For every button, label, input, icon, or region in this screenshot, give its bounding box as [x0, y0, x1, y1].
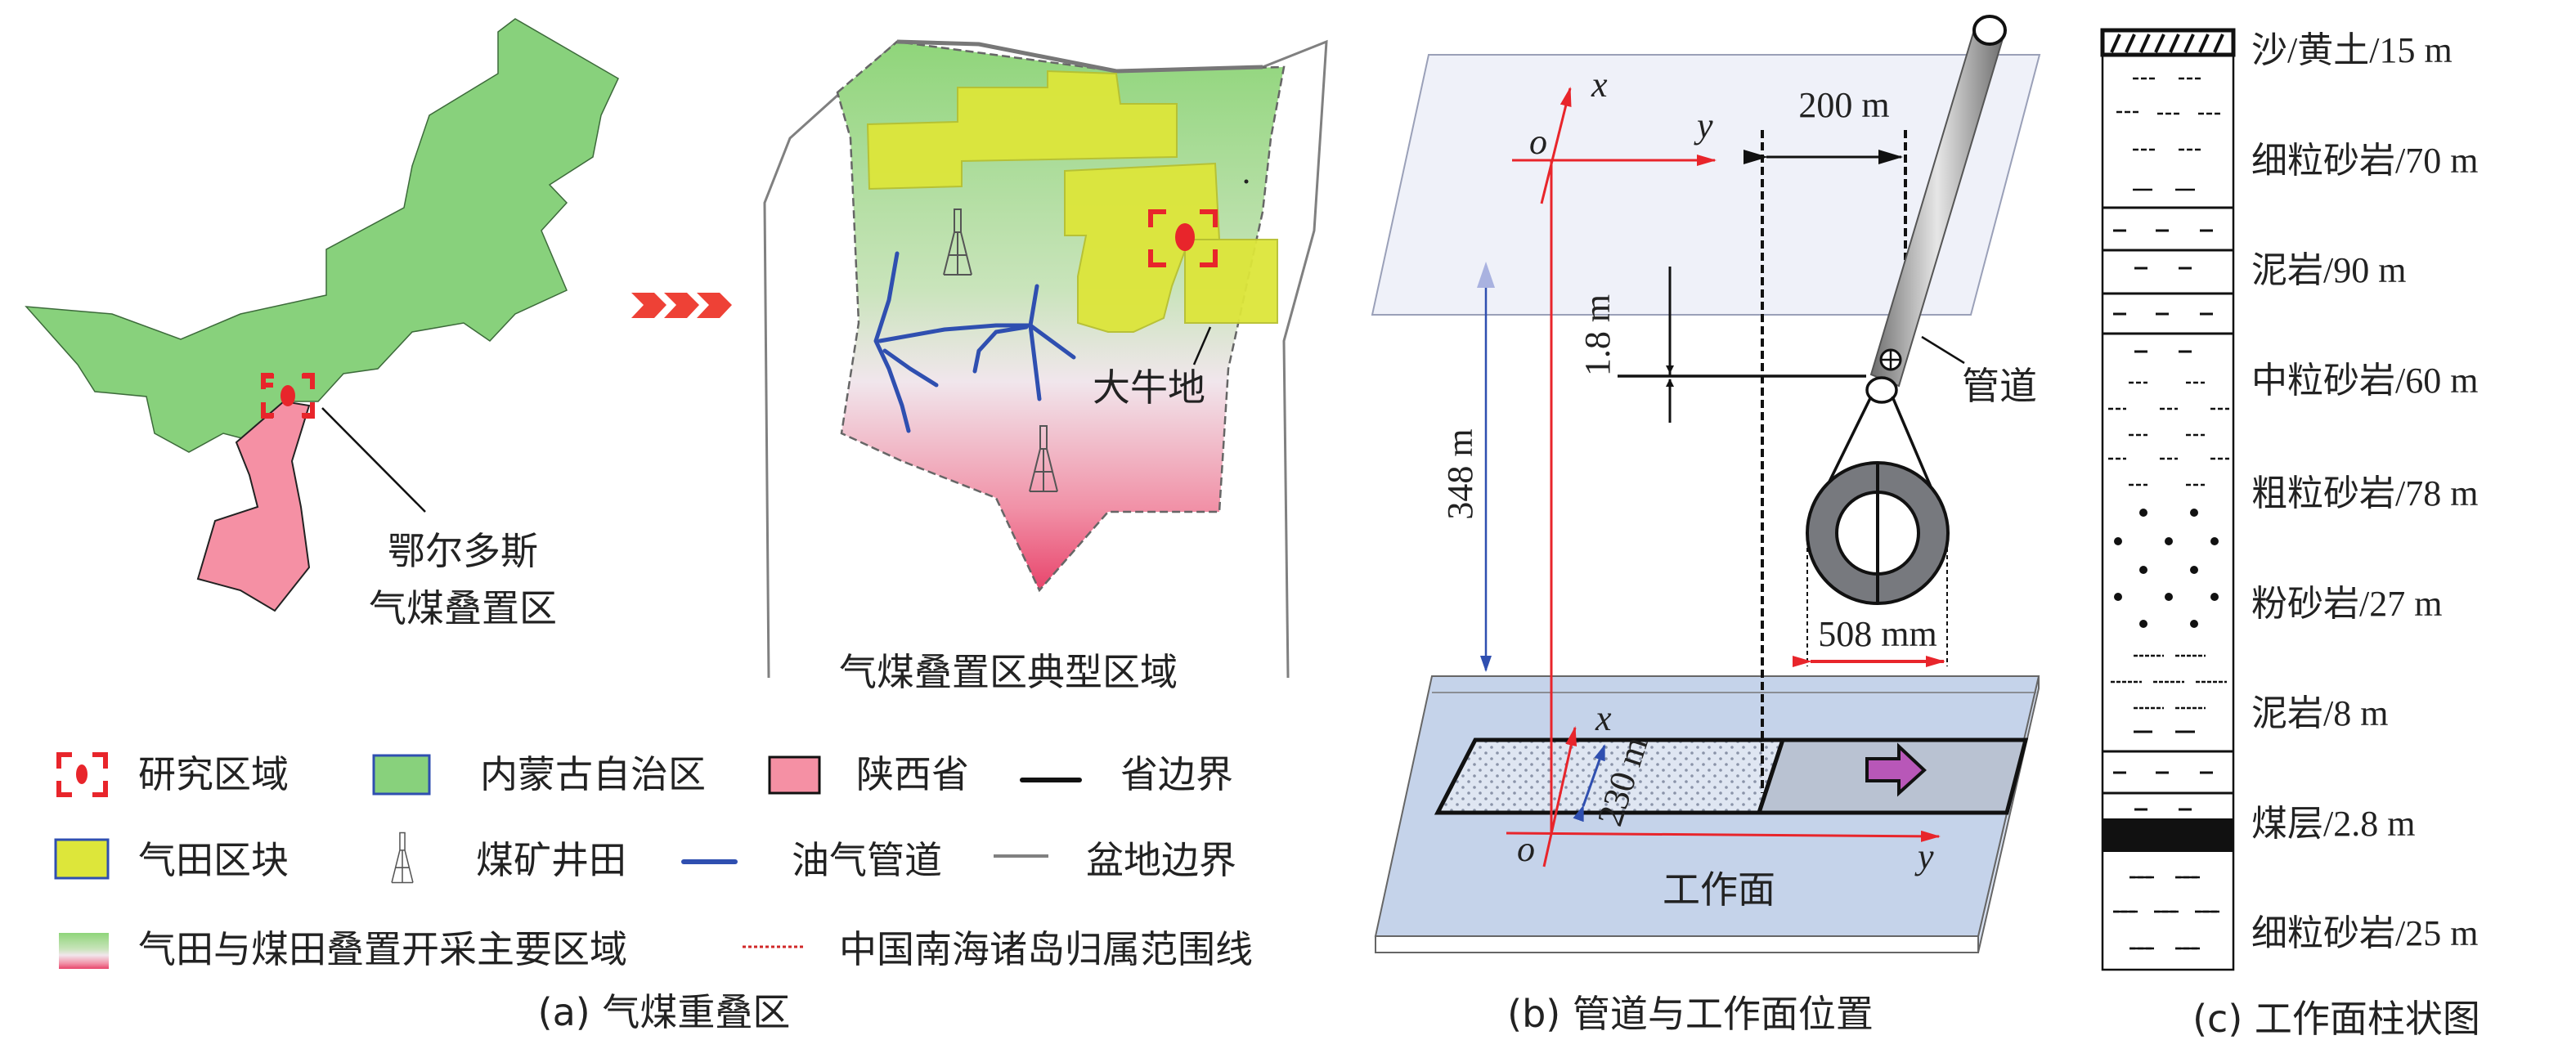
mine-tower-icon [391, 832, 414, 884]
lower-origin-label: o [1517, 829, 1535, 869]
legend-item-overlap-area: 气田与煤田叠置开采主要区域 [59, 927, 627, 971]
layer-label: 细粒砂岩/70 m [2251, 141, 2478, 181]
legend-item-study-area: 研究区域 [56, 752, 289, 797]
layer-label: 粉砂岩/27 m [2251, 584, 2442, 624]
small-dot [1244, 179, 1249, 184]
legend-label: 省边界 [1120, 752, 1233, 796]
lower-coordinate-axes [1506, 726, 1941, 867]
inner-mongolia-region [25, 18, 619, 453]
pink-swatch-icon [768, 755, 821, 795]
leader-line [321, 407, 426, 513]
legend-label: 研究区域 [138, 752, 289, 796]
legend-label: 盆地边界 [1086, 838, 1236, 882]
layer-label: 泥岩/90 m [2251, 250, 2406, 290]
legend-item-gas-block: 气田区块 [54, 838, 289, 882]
pipe-small-circle [1865, 376, 1898, 404]
inset-caption: 气煤叠置区典型区域 [839, 650, 1178, 694]
loess-hatch [2100, 28, 2236, 57]
depth-label: 348 m [1440, 428, 1480, 519]
legend-item-pipeline: 油气管道 [681, 838, 942, 882]
coarse-sandstone-dots [2114, 509, 2219, 628]
surface-plane [1371, 54, 2041, 316]
stratigraphic-column [2100, 28, 2236, 971]
legend-label: 油气管道 [792, 838, 942, 882]
column-outline [2101, 29, 2235, 971]
layer-boundaries [2103, 206, 2233, 795]
panel-a-caption: (a) 气煤重叠区 [538, 990, 791, 1034]
study-area-marker [261, 373, 315, 419]
ordos-label-line1: 鄂尔多斯 [388, 529, 538, 573]
legend-label: 陕西省 [856, 752, 969, 796]
layer-label: 中粒砂岩/60 m [2251, 361, 2478, 401]
siltstone-pattern [2111, 654, 2227, 733]
lower-y-label: y [1914, 836, 1934, 876]
basin-boundary-top [896, 39, 1263, 74]
mudstone-pattern [2113, 229, 2213, 811]
legend-item-basin-boundary: 盆地边界 [994, 838, 1236, 882]
pipeline-cylinder [1869, 15, 2007, 388]
shaanxi-region [196, 400, 311, 612]
study-area-marker-icon [56, 752, 108, 797]
panel-c-caption: (c) 工作面柱状图 [2192, 997, 2480, 1040]
layer-label: 沙/黄土/15 m [2251, 30, 2453, 70]
oil-gas-pipelines [873, 251, 1076, 433]
advance-direction-arrow-icon [1865, 742, 1927, 797]
layer-label: 泥岩/8 m [2251, 693, 2388, 733]
cross-mark [1881, 350, 1901, 370]
panel-c: 沙/黄土/15 m 细粒砂岩/70 m 泥岩/90 m 中粒砂岩/60 m 粗粒… [2100, 28, 2480, 1040]
legend-label: 气田与煤田叠置开采主要区域 [138, 927, 627, 971]
legend-label: 中国南海诸岛归属范围线 [839, 927, 1253, 971]
medium-sandstone-pattern [2108, 381, 2229, 486]
depth-arrow-head-faded [1477, 262, 1495, 288]
upper-x-label: x [1591, 65, 1608, 105]
chevron-arrow-icon [631, 293, 732, 318]
panel-a: 鄂尔多斯 气煤叠置区 大牛地 气煤叠置区典型区域 [25, 18, 1328, 1034]
gradient-swatch-icon [59, 933, 109, 969]
legend-item-province-boundary: 省边界 [1020, 752, 1233, 796]
layer-label: 煤层/2.8 m [2251, 804, 2415, 844]
gas-block [1184, 239, 1278, 324]
height-label: 1.8 m [1577, 294, 1618, 376]
panel-b: 200 m 管道 508 mm 1.8 m 348 m [1371, 15, 2041, 1036]
layer-label: 细粒砂岩/25 m [2251, 913, 2478, 953]
legend: 研究区域 内蒙古自治区 陕西省 省边界 气田区块 煤矿井田 [54, 752, 1253, 971]
diameter-label: 508 mm [1818, 614, 1936, 654]
working-face-label: 工作面 [1663, 867, 1775, 912]
lower-plate-side [1375, 935, 1979, 953]
legend-item-coal-mine: 煤矿井田 [391, 832, 626, 884]
daniudi-label: 大牛地 [1093, 365, 1205, 410]
pipe-label: 管道 [1962, 364, 2037, 408]
upper-y-label: y [1694, 105, 1713, 146]
panel-b-caption: (b) 管道与工作面位置 [1507, 992, 1874, 1036]
legend-label: 煤矿井田 [476, 838, 626, 882]
gas-block [866, 69, 1178, 191]
legend-label: 气田区块 [138, 838, 289, 882]
leader-line [1192, 326, 1212, 365]
fine-sandstone-pattern [2113, 77, 2223, 950]
legend-label: 内蒙古自治区 [480, 752, 706, 796]
pipe-leader-line [1921, 335, 1965, 365]
upper-coordinate-axes [1512, 87, 1717, 833]
study-area-marker [1148, 209, 1218, 267]
pipe-ring-section [1806, 461, 1950, 605]
layer-labels: 沙/黄土/15 m 细粒砂岩/70 m 泥岩/90 m 中粒砂岩/60 m 粗粒… [2251, 30, 2478, 953]
layer-label: 粗粒砂岩/78 m [2251, 473, 2478, 513]
legend-item-inner-mongolia: 内蒙古自治区 [372, 752, 706, 796]
coal-seam [2103, 818, 2233, 852]
lower-x-label: x [1595, 698, 1612, 738]
legend-item-shaanxi: 陕西省 [768, 752, 969, 796]
green-swatch-icon [372, 754, 431, 796]
ordos-label-line2: 气煤叠置区 [369, 586, 557, 630]
yellow-swatch-icon [54, 838, 110, 880]
upper-origin-label: o [1529, 122, 1547, 162]
face-width-arrow [1573, 744, 1606, 823]
offset-label: 200 m [1798, 85, 1889, 125]
legend-item-south-china-sea-line: 中国南海诸岛归属范围线 [743, 927, 1253, 971]
